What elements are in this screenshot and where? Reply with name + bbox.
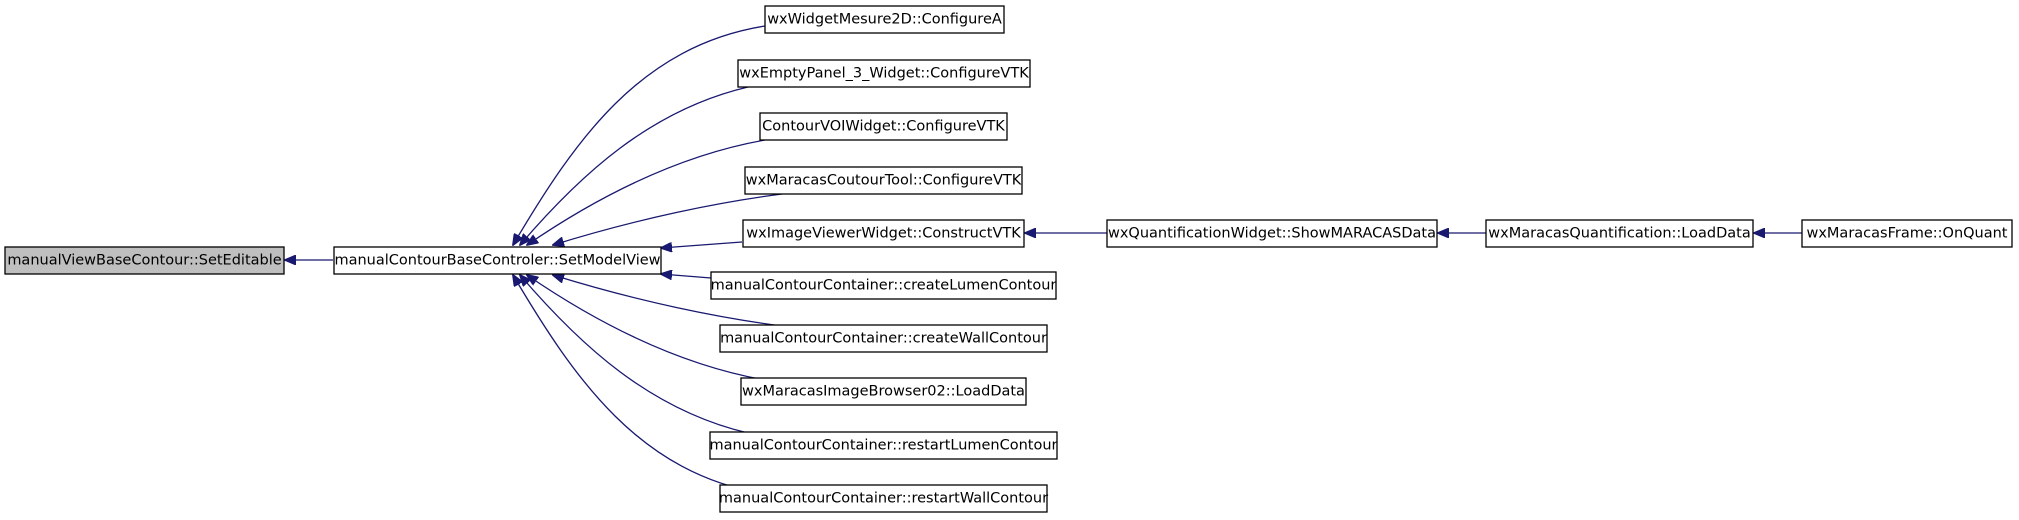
node-label: manualContourContainer::restartLumenCont… — [709, 438, 1057, 454]
edge-imagebrowser-to-controller — [527, 275, 766, 381]
node-label: manualContourContainer::restartWallConto… — [719, 491, 1048, 507]
node-quantloaddata[interactable]: wxMaracasQuantification::LoadData — [1485, 219, 1754, 248]
node-label: manualContourBaseControler::SetModelView — [334, 253, 660, 269]
node-label: wxWidgetMesure2D::ConfigureA — [767, 12, 1002, 28]
node-label: wxMaracasFrame::OnQuant — [1806, 226, 2007, 242]
node-label: wxMaracasImageBrowser02::LoadData — [742, 384, 1025, 400]
node-createwall[interactable]: manualContourContainer::createWallContou… — [719, 324, 1048, 353]
node-label: manualViewBaseContour::SetEditable — [7, 253, 281, 269]
edge-createwall-to-controller — [553, 275, 783, 327]
node-root[interactable]: manualViewBaseContour::SetEditable — [4, 246, 285, 275]
edge-createlumen-to-controller — [661, 274, 712, 278]
node-label: wxMaracasCoutourTool::ConfigureVTK — [746, 173, 1022, 189]
node-quantwidget[interactable]: wxQuantificationWidget::ShowMARACASData — [1106, 219, 1438, 248]
node-controller[interactable]: manualContourBaseControler::SetModelView — [333, 246, 662, 275]
node-restartwall[interactable]: manualContourContainer::restartWallConto… — [719, 484, 1048, 513]
node-label: wxImageViewerWidget::ConstructVTK — [746, 226, 1021, 242]
edge-imageviewer-to-controller — [661, 241, 743, 248]
node-label: wxEmptyPanel_3_Widget::ConfigureVTK — [739, 66, 1029, 82]
node-emptypanel[interactable]: wxEmptyPanel_3_Widget::ConfigureVTK — [737, 59, 1031, 88]
node-restartlumen[interactable]: manualContourContainer::restartLumenCont… — [709, 431, 1058, 460]
node-label: wxMaracasQuantification::LoadData — [1488, 226, 1750, 242]
edge-mesure2d-to-controller — [513, 25, 766, 245]
node-imageviewer[interactable]: wxImageViewerWidget::ConstructVTK — [742, 219, 1025, 248]
node-label: manualContourContainer::createWallContou… — [720, 331, 1047, 347]
edge-emptypanel-to-controller — [520, 86, 749, 245]
edges — [285, 25, 1802, 495]
node-label: manualContourContainer::createLumenConto… — [711, 278, 1057, 294]
edge-contourvoi-to-controller — [527, 139, 766, 245]
node-mesure2d[interactable]: wxWidgetMesure2D::ConfigureA — [764, 5, 1005, 34]
node-coutourtool[interactable]: wxMaracasCoutourTool::ConfigureVTK — [744, 166, 1023, 195]
node-frame[interactable]: wxMaracasFrame::OnQuant — [1801, 219, 2013, 248]
node-label: ContourVOIWidget::ConfigureVTK — [762, 119, 1005, 135]
node-imagebrowser[interactable]: wxMaracasImageBrowser02::LoadData — [740, 377, 1027, 406]
node-label: wxQuantificationWidget::ShowMARACASData — [1108, 226, 1436, 242]
edge-restartlumen-to-controller — [520, 275, 749, 434]
node-contourvoi[interactable]: ContourVOIWidget::ConfigureVTK — [759, 112, 1008, 141]
node-createlumen[interactable]: manualContourContainer::createLumenConto… — [710, 271, 1057, 300]
edge-coutourtool-to-controller — [553, 193, 783, 245]
edge-restartwall-to-controller — [513, 275, 766, 495]
